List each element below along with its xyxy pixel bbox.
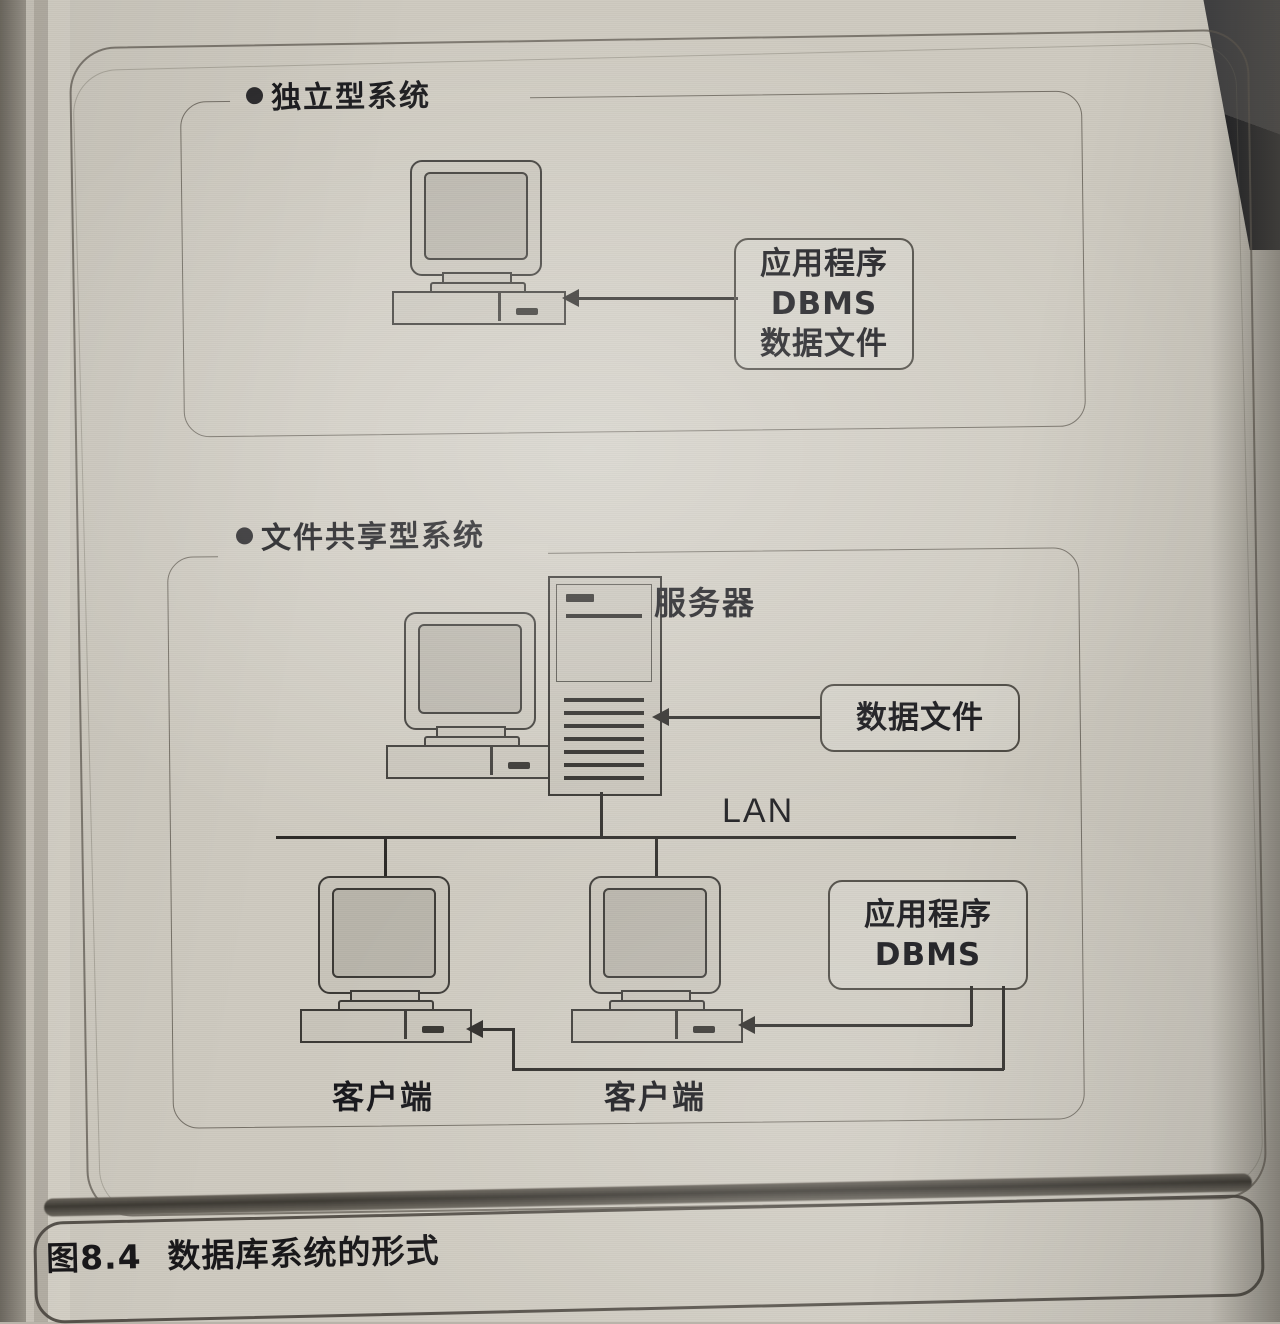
callout-data-file: 数据文件 <box>820 684 1020 752</box>
computer-case <box>386 745 558 779</box>
server-computer <box>386 612 558 779</box>
figure-number: 图8.4 <box>45 1237 142 1279</box>
client-left-label: 客户端 <box>332 1078 435 1116</box>
connector-appdbms-left-vertical <box>1002 986 1005 1070</box>
client-right <box>571 876 743 1043</box>
connector-appdbms-right-horizontal <box>754 1024 972 1027</box>
page-edge-shadow <box>1210 0 1280 1322</box>
callout-line: 应用程序 <box>760 245 888 282</box>
tower-drive-slot <box>566 594 594 602</box>
drive-slot <box>422 1026 444 1033</box>
page-gutter-shadow <box>0 0 26 1322</box>
case-divider <box>675 1009 678 1039</box>
tower-upper-bay <box>556 584 652 682</box>
connector-appdbms-right-vertical <box>970 986 973 1026</box>
case-divider <box>490 745 493 775</box>
callout-app-dbms: 应用程序 DBMS <box>828 880 1028 990</box>
arrow-left-icon <box>466 1020 483 1038</box>
figure-title: 数据库系统的形式 <box>167 1230 440 1276</box>
crt-screen <box>332 888 436 978</box>
drive-slot <box>508 762 530 769</box>
server-tower-icon <box>548 576 662 796</box>
drive-slot <box>516 308 538 315</box>
drive-slot <box>693 1026 715 1033</box>
crt-screen <box>603 888 707 978</box>
desktop-computer <box>392 160 566 325</box>
crt-screen <box>418 624 522 714</box>
arrow-left-icon <box>562 289 579 307</box>
crt-screen <box>424 172 528 260</box>
client-left-drop-line <box>384 836 387 878</box>
tower-panel-line <box>566 614 642 618</box>
callout-line: DBMS <box>770 285 878 322</box>
figure-caption: 图8.4 数据库系统的形式 <box>46 1224 440 1280</box>
callout-line: 数据文件 <box>760 326 888 363</box>
callout-line: 数据文件 <box>856 699 984 736</box>
filled-circle-bullet-icon <box>235 526 254 545</box>
filled-circle-bullet-icon <box>245 86 264 104</box>
case-divider <box>498 291 501 321</box>
lan-bus-line <box>276 836 1016 839</box>
server-drop-line <box>600 792 603 838</box>
arrow-left-icon <box>652 708 669 726</box>
callout-line: DBMS <box>874 937 982 973</box>
computer-case <box>300 1009 472 1043</box>
section-label-text: 独立型系统 <box>270 78 432 116</box>
connector-appdbms-left-horizontal <box>512 1068 1004 1071</box>
client-left <box>300 876 472 1043</box>
section-standalone-system <box>179 90 1087 438</box>
callout-standalone: 应用程序 DBMS 数据文件 <box>734 238 914 370</box>
connector-callout-to-computer <box>578 297 738 300</box>
server-label: 服务器 <box>654 584 757 622</box>
callout-line: 应用程序 <box>864 896 992 933</box>
case-divider <box>404 1009 407 1039</box>
lan-label: LAN <box>722 792 795 830</box>
section-label-standalone: 独立型系统 <box>236 71 442 118</box>
connector-appdbms-left-riser <box>512 1028 515 1070</box>
tower-vent-rows <box>564 698 644 780</box>
section-label-text: 文件共享型系统 <box>260 518 486 557</box>
connector-appdbms-left-stub <box>482 1028 514 1031</box>
client-right-drop-line <box>655 836 658 878</box>
client-right-label: 客户端 <box>604 1078 707 1116</box>
arrow-left-icon <box>738 1016 755 1034</box>
computer-case <box>392 291 566 325</box>
computer-case <box>571 1009 743 1043</box>
connector-datafile-to-server <box>668 716 820 719</box>
section-label-file-sharing: 文件共享型系统 <box>226 510 496 557</box>
